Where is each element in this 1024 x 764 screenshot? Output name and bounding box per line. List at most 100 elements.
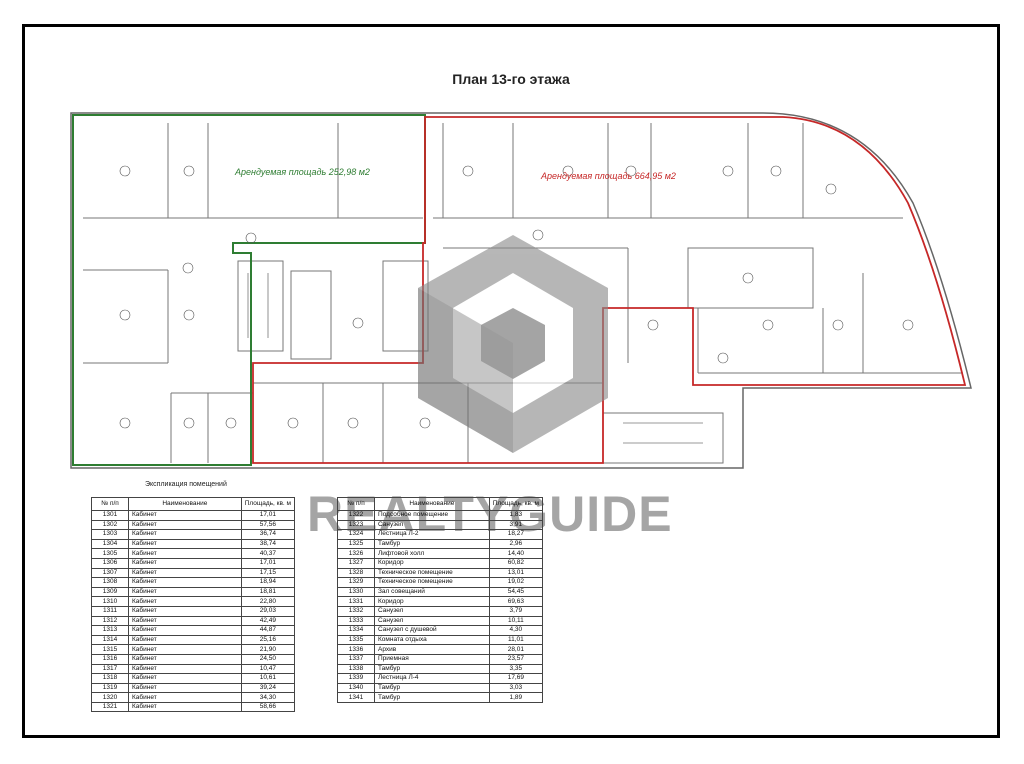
room-name: Техническое помещение bbox=[374, 577, 490, 588]
room-name: Кабинет bbox=[128, 625, 242, 636]
room-area: 10,11 bbox=[488, 615, 544, 627]
room-name: Кабинет bbox=[128, 548, 242, 559]
left-leased-label: Арендуемая площадь 252,98 м2 bbox=[234, 167, 370, 177]
room-name: Тамбур bbox=[374, 663, 490, 675]
room-name: Кабинет bbox=[128, 634, 242, 646]
room-number: 1304 bbox=[91, 538, 129, 550]
room-area: 1,89 bbox=[488, 692, 544, 703]
room-number: 1308 bbox=[91, 577, 129, 588]
room-name: Архив bbox=[374, 644, 490, 655]
room-name: Комната отдыха bbox=[374, 634, 490, 646]
room-name: Санузел bbox=[374, 615, 490, 627]
room-number: 1321 bbox=[91, 701, 129, 713]
page-title: План 13-го этажа bbox=[452, 71, 570, 87]
room-number: 1324 bbox=[337, 529, 375, 540]
room-area: 40,37 bbox=[240, 548, 296, 559]
room-name: Коридор bbox=[374, 557, 490, 569]
header-area: Площадь, кв. м bbox=[240, 497, 296, 511]
room-area: 3,79 bbox=[488, 605, 544, 617]
floor-plan-frame: Арендуемая площадь 252,98 м2 Арендуемая … bbox=[22, 24, 1000, 738]
room-area: 58,66 bbox=[240, 701, 296, 713]
room-number: 1339 bbox=[337, 673, 375, 684]
room-number: 1338 bbox=[337, 663, 375, 675]
room-name: Кабинет bbox=[128, 663, 242, 675]
room-area: 60,82 bbox=[488, 557, 544, 569]
room-name: Кабинет bbox=[128, 701, 242, 713]
header-area: Площадь, кв. м bbox=[488, 497, 544, 511]
room-area: 39,24 bbox=[240, 682, 296, 694]
room-area: 69,63 bbox=[488, 596, 544, 607]
room-number: 1301 bbox=[91, 510, 129, 521]
right-leased-label: Арендуемая площадь 664,95 м2 bbox=[540, 171, 676, 181]
room-name: Кабинет bbox=[128, 557, 242, 569]
room-area: 4,30 bbox=[488, 625, 544, 636]
stairs bbox=[247, 273, 703, 444]
room-name: Санузел bbox=[374, 519, 490, 531]
room-area: 10,47 bbox=[240, 663, 296, 675]
room-area: 34,30 bbox=[240, 692, 296, 703]
room-name: Зал совещаний bbox=[374, 586, 490, 598]
room-name: Кабинет bbox=[128, 605, 242, 617]
room-number: 1315 bbox=[91, 644, 129, 655]
room-number: 1307 bbox=[91, 567, 129, 579]
room-area: 17,01 bbox=[240, 510, 296, 521]
room-number: 1329 bbox=[337, 577, 375, 588]
room-area: 18,94 bbox=[240, 577, 296, 588]
room-number: 1340 bbox=[337, 682, 375, 694]
room-area: 14,40 bbox=[488, 548, 544, 559]
room-name: Коридор bbox=[374, 596, 490, 607]
room-area: 36,74 bbox=[240, 529, 296, 540]
room-name: Кабинет bbox=[128, 653, 242, 665]
room-number: 1314 bbox=[91, 634, 129, 646]
room-number: 1313 bbox=[91, 625, 129, 636]
header-no: № п/п bbox=[91, 497, 129, 511]
room-name: Кабинет bbox=[128, 586, 242, 598]
room-name: Кабинет bbox=[128, 577, 242, 588]
room-area: 18,81 bbox=[240, 586, 296, 598]
room-number: 1332 bbox=[337, 605, 375, 617]
room-number: 1327 bbox=[337, 557, 375, 569]
room-number: 1341 bbox=[337, 692, 375, 703]
room-area: 23,57 bbox=[488, 653, 544, 665]
header-no: № п/п bbox=[337, 497, 375, 511]
room-area: 29,03 bbox=[240, 605, 296, 617]
room-name: Кабинет bbox=[128, 529, 242, 540]
room-number: 1303 bbox=[91, 529, 129, 540]
room-number: 1306 bbox=[91, 557, 129, 569]
room-name: Кабинет bbox=[128, 538, 242, 550]
room-number: 1310 bbox=[91, 596, 129, 607]
room-area: 57,56 bbox=[240, 519, 296, 531]
room-name: Тамбур bbox=[374, 692, 490, 703]
room-number: 1309 bbox=[91, 586, 129, 598]
room-number: 1334 bbox=[337, 625, 375, 636]
room-name: Кабинет bbox=[128, 510, 242, 521]
header-name: Наименование bbox=[128, 497, 242, 511]
room-number: 1319 bbox=[91, 682, 129, 694]
logo-icon bbox=[418, 235, 608, 453]
